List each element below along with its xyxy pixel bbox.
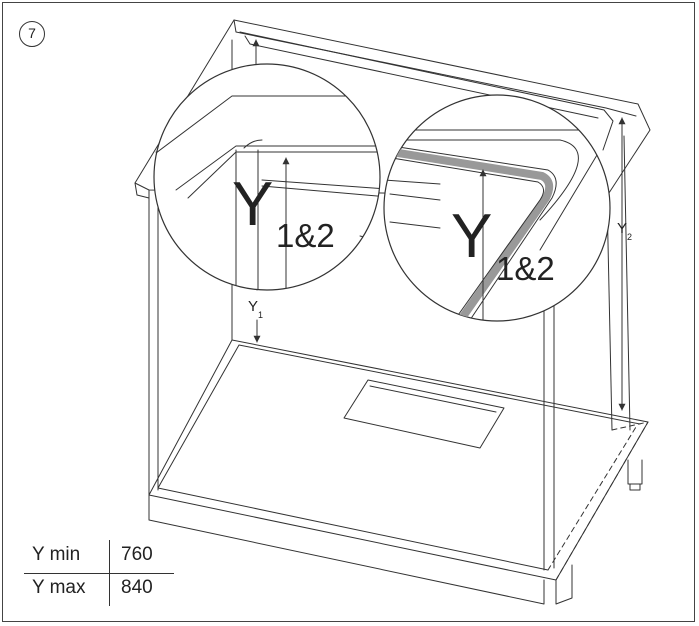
step-number-badge: 7 [19,21,45,47]
detail-magnifier-left: Y 1&2 [153,63,381,291]
table-divider-vertical [109,540,110,606]
cabinet-plinth [148,494,573,605]
y1-label: Y [248,298,258,315]
right-side-panel [606,135,631,431]
gasket-seal [388,148,554,321]
y-max-value: 840 [121,577,153,598]
cabinet-leg [627,459,643,491]
y1-subscript: 1 [258,310,263,320]
left-post [148,189,159,496]
y2-label: Y [617,220,627,237]
detail-magnifier-right: Y 1&2 [383,94,611,322]
y1-dimension: Y 1 [248,281,263,343]
floor-cutout [343,379,505,449]
y2-subscript: 2 [627,232,632,242]
y-detail-label-left: Y [232,170,273,239]
y-range-table: Y min 760 Y max 840 [24,540,174,606]
y-detail-label-right: Y [451,202,492,271]
y-max-label: Y max [32,577,86,598]
y2-dimension: Y 2 [617,117,632,411]
y-min-label: Y min [32,544,81,565]
table-row-y-max: Y max 840 [24,573,174,606]
table-row-y-min: Y min 760 [24,540,174,573]
y-min-value: 760 [121,544,153,565]
table-divider-horizontal [24,573,174,574]
y-detail-subscript-left: 1&2 [276,217,335,254]
worktop-cutout [239,31,614,151]
y-detail-subscript-right: 1&2 [496,250,555,287]
